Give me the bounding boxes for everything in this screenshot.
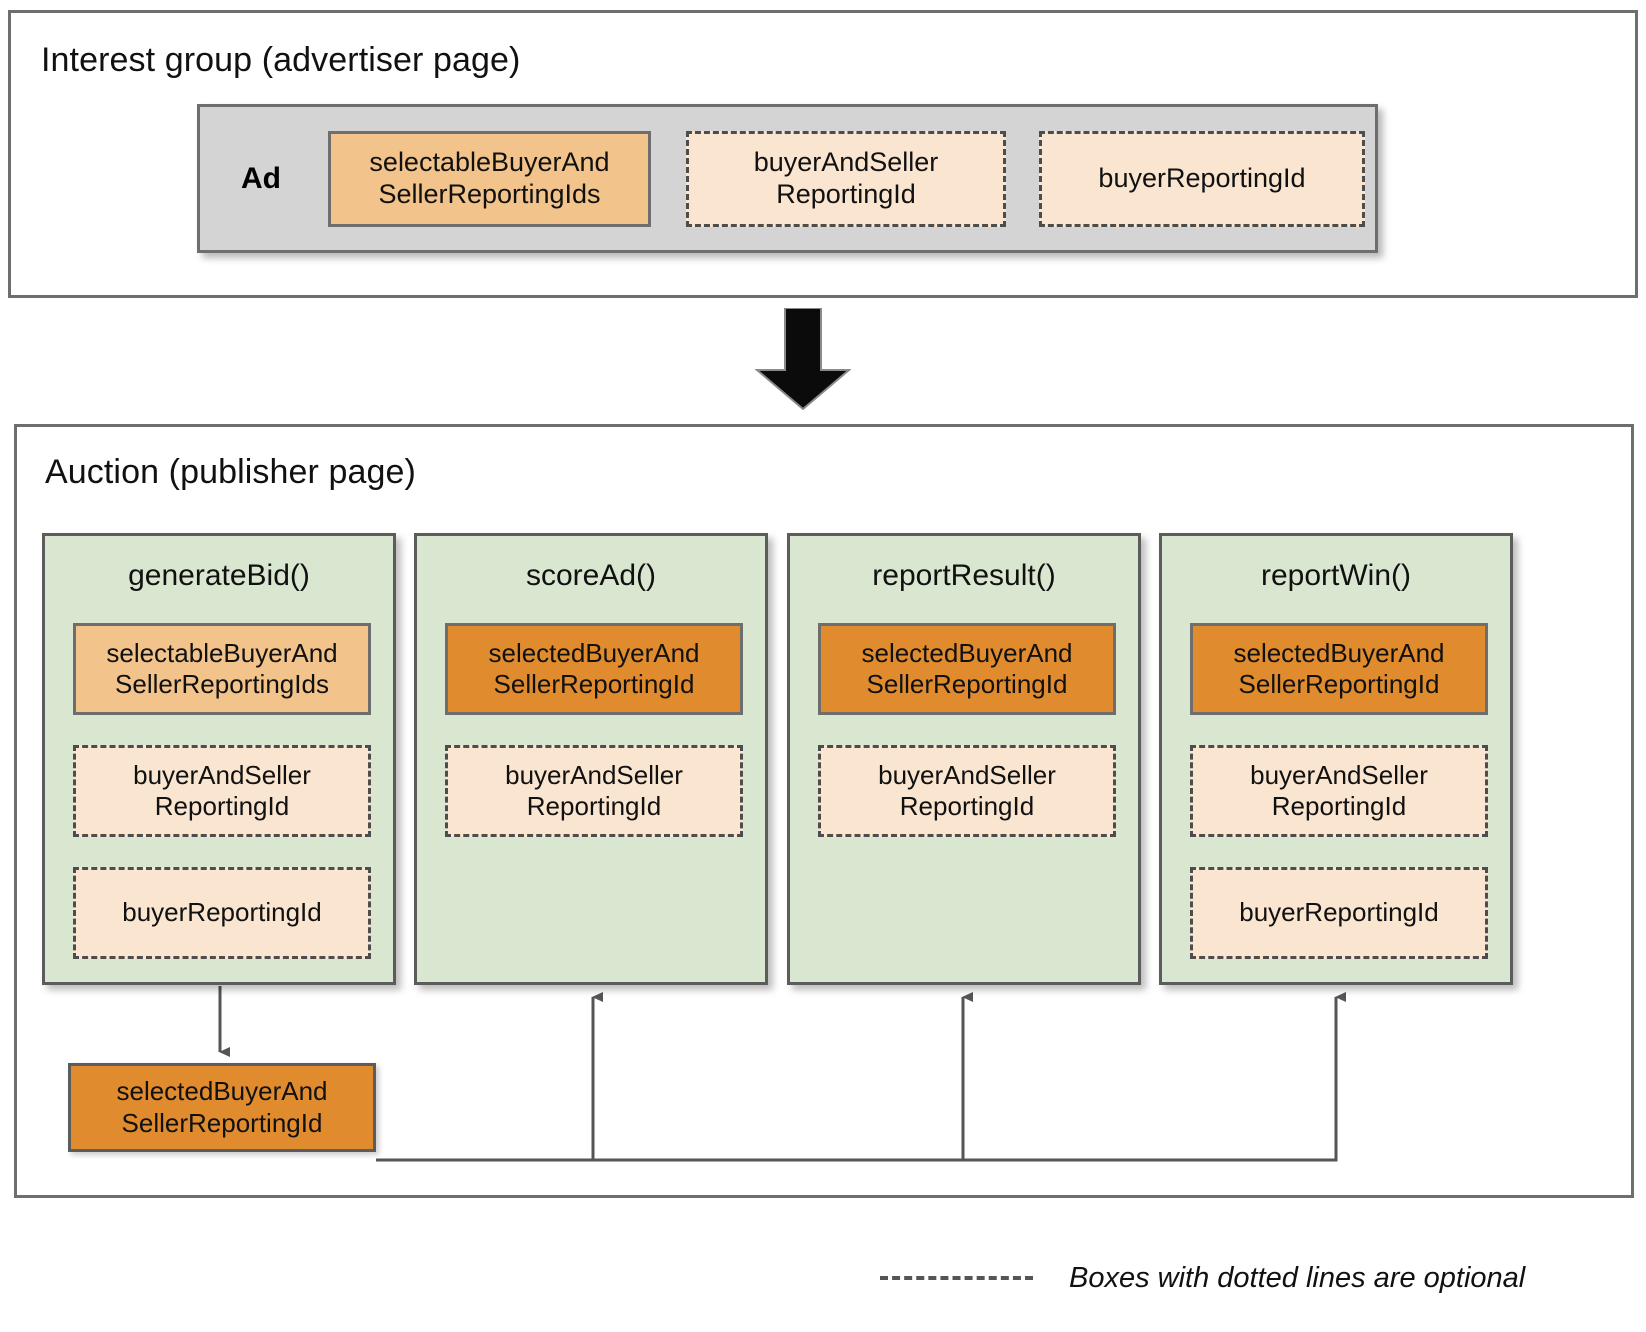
ad-chip-buyer-and-seller-reporting-id: buyerAndSeller ReportingId [686, 130, 1006, 227]
function-column-score-ad: scoreAd() selectedBuyerAnd SellerReporti… [414, 533, 768, 985]
generatebid-chip-buyer-and-seller-reporting-id: buyerAndSeller ReportingId [73, 745, 371, 837]
interest-group-section: Interest group (advertiser page) Ad sele… [8, 10, 1638, 298]
ad-chip-buyer-reporting-id: buyerReportingId [1039, 130, 1365, 227]
legend-dashed-line-swatch [880, 1276, 1033, 1280]
reportwin-chip-buyer-reporting-id: buyerReportingId [1190, 867, 1488, 959]
legend: Boxes with dotted lines are optional [880, 1255, 1620, 1301]
function-title-report-result: reportResult() [872, 559, 1056, 592]
generatebid-chip-selectable-buyer-and-seller-reporting-ids: selectableBuyerAnd SellerReportingIds [73, 623, 371, 715]
reportwin-chip-buyer-and-seller-reporting-id: buyerAndSeller ReportingId [1190, 745, 1488, 837]
stage-down-arrow-icon [755, 308, 851, 410]
interest-group-title: Interest group (advertiser page) [41, 41, 521, 79]
function-title-report-win: reportWin() [1260, 559, 1411, 592]
auction-title: Auction (publisher page) [45, 453, 416, 491]
ad-chip-selectable-buyer-and-seller-reporting-ids: selectableBuyerAnd SellerReportingIds [328, 130, 651, 227]
reportresult-chip-buyer-and-seller-reporting-id: buyerAndSeller ReportingId [818, 745, 1116, 837]
generatebid-chip-buyer-reporting-id: buyerReportingId [73, 867, 371, 959]
function-title-generate-bid: generateBid() [128, 559, 310, 592]
reportresult-chip-selected-buyer-and-seller-reporting-id: selectedBuyerAnd SellerReportingId [818, 623, 1116, 715]
function-column-generate-bid: generateBid() selectableBuyerAnd SellerR… [42, 533, 396, 985]
legend-label: Boxes with dotted lines are optional [1069, 1261, 1526, 1294]
function-title-score-ad: scoreAd() [525, 559, 657, 592]
scoread-chip-selected-buyer-and-seller-reporting-id: selectedBuyerAnd SellerReportingId [445, 623, 743, 715]
selected-buyer-and-seller-reporting-id-box: selectedBuyerAnd SellerReportingId [68, 1063, 376, 1152]
scoread-chip-buyer-and-seller-reporting-id: buyerAndSeller ReportingId [445, 745, 743, 837]
function-column-report-win: reportWin() selectedBuyerAnd SellerRepor… [1159, 533, 1513, 985]
function-column-report-result: reportResult() selectedBuyerAnd SellerRe… [787, 533, 1141, 985]
ad-container: Ad selectableBuyerAnd SellerReportingIds… [197, 104, 1378, 253]
ad-label: Ad [241, 161, 281, 195]
reportwin-chip-selected-buyer-and-seller-reporting-id: selectedBuyerAnd SellerReportingId [1190, 623, 1488, 715]
